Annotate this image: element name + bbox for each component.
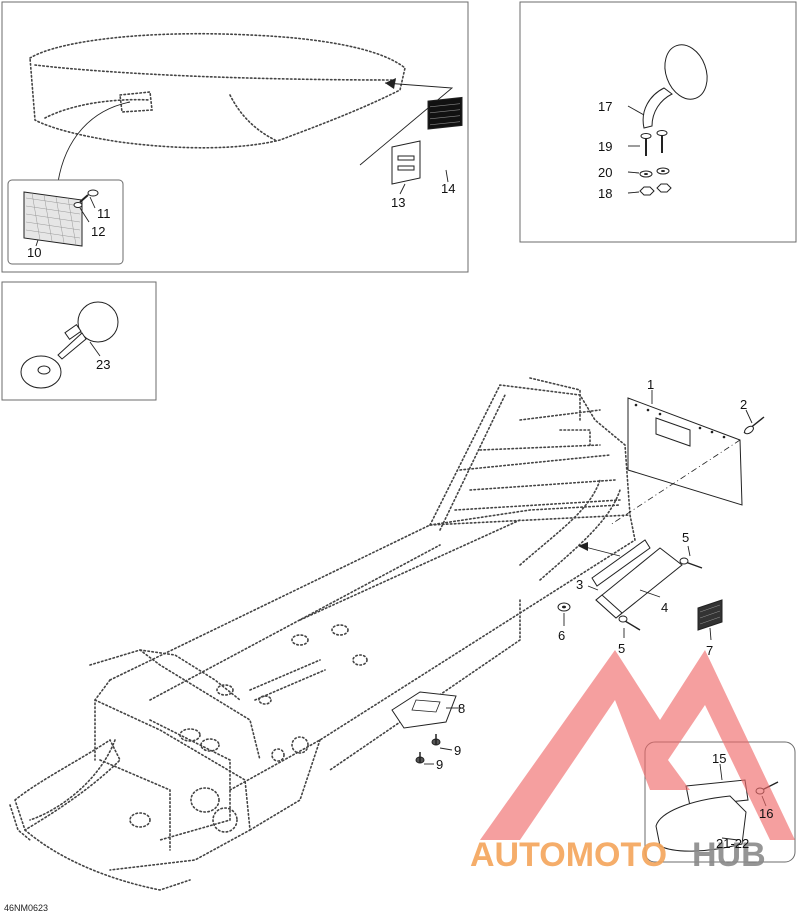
drawing-code: 46NM0623: [4, 903, 48, 913]
watermark-word-automoto: AUTOMOTO: [470, 836, 667, 874]
callout-21-22: 21-22: [716, 836, 749, 851]
chassis-frame: [9, 377, 636, 891]
callout-14: 14: [441, 181, 455, 196]
callout-5-lower: 5: [618, 641, 625, 656]
callout-1: 1: [647, 377, 654, 392]
watermark-text: AUTOMOTO HUB: [470, 836, 766, 874]
callout-17: 17: [598, 99, 612, 114]
mirror-inset: [519, 1, 797, 243]
callout-15: 15: [712, 751, 726, 766]
callout-9-upper: 9: [454, 743, 461, 758]
callout-12: 12: [91, 224, 105, 239]
callout-7: 7: [706, 643, 713, 658]
callout-20: 20: [598, 165, 612, 180]
snowflap-assembly: [391, 390, 765, 765]
callout-labels: 1 2 3 4 5 5 6 7 8 9 9 10 11 12 13 14 15 …: [27, 99, 773, 851]
horn-inset: [1, 281, 157, 401]
callout-9-lower: 9: [436, 757, 443, 772]
seat-reflector-inset: [1, 1, 469, 273]
callout-5-upper: 5: [682, 530, 689, 545]
watermark-logo: [480, 650, 795, 840]
callout-23: 23: [96, 357, 110, 372]
callout-18: 18: [598, 186, 612, 201]
callout-16: 16: [759, 806, 773, 821]
callout-4: 4: [661, 600, 668, 615]
watermark-word-hub: HUB: [692, 836, 766, 874]
callout-2: 2: [740, 397, 747, 412]
callout-13: 13: [391, 195, 405, 210]
callout-11: 11: [97, 206, 111, 221]
callout-19: 19: [598, 139, 612, 154]
callout-6: 6: [558, 628, 565, 643]
callout-3: 3: [576, 577, 583, 592]
callout-10: 10: [27, 245, 41, 260]
callout-8: 8: [458, 701, 465, 716]
